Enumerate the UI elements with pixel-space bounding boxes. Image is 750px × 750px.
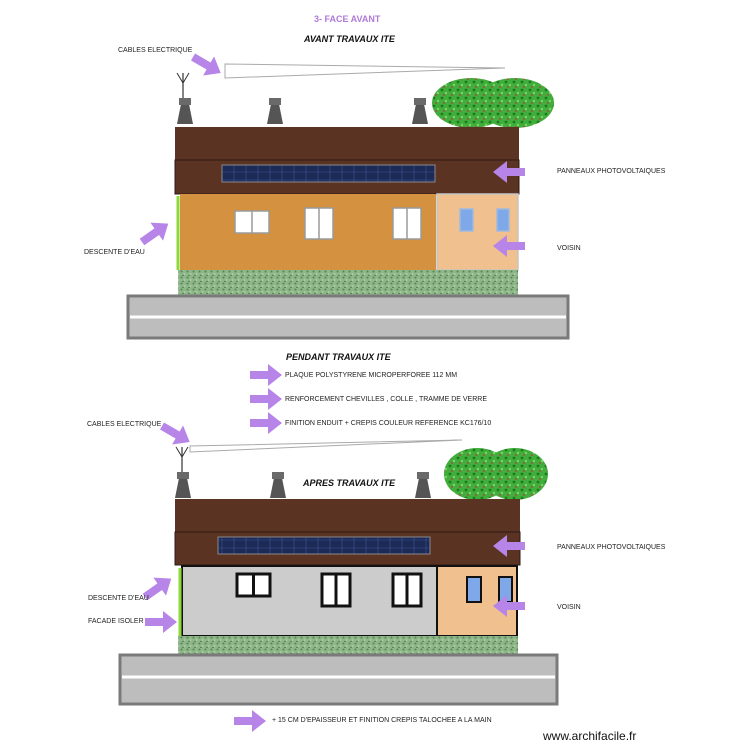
label-thickness-note: + 15 CM D'EPAISSEUR ET FINITION CREPIS T… (272, 717, 492, 724)
purple-arrow-icon (493, 595, 525, 617)
road (118, 653, 559, 706)
section-title-after: APRES TRAVAUX ITE (303, 478, 396, 488)
chimney-cap (179, 98, 191, 105)
chimney-icon (177, 104, 193, 124)
purple-arrow-icon (234, 710, 266, 732)
label-renfort: RENFORCEMENT CHEVILLES , COLLE , TRAMME … (285, 396, 488, 403)
chimney-icon (175, 478, 191, 498)
facade-neighbour (436, 193, 519, 271)
label-insulated-facade: FACADE ISOLER (88, 618, 144, 625)
label-neighbour-bottom: VOISIN (557, 604, 581, 611)
antenna-arm (182, 72, 190, 84)
window-glass (459, 208, 474, 232)
chimney-cap (417, 472, 429, 479)
section-title-during: PENDANT TRAVAUX ITE (286, 352, 391, 362)
label-panels-top: PANNEAUX PHOTOVOLTAIQUES (557, 168, 666, 175)
section-title-before: AVANT TRAVAUX ITE (304, 34, 395, 44)
purple-arrow-icon (145, 611, 177, 633)
window-glass (496, 208, 510, 232)
antenna-arm (176, 72, 184, 84)
chimney-cap (414, 98, 426, 105)
electric-cable (224, 63, 506, 79)
purple-arrow-icon (142, 577, 172, 601)
purple-arrow-icon (250, 364, 282, 386)
roof-edge (175, 127, 519, 160)
purple-arrow-icon (250, 412, 282, 434)
footer-watermark: www.archifacile.fr (543, 729, 637, 743)
label-cables-top: CABLES ELECTRIQUE (118, 47, 193, 54)
label-finition: FINITION ENDUIT + CREPIS COULEUR REFEREN… (285, 420, 492, 427)
purple-arrow-icon (493, 535, 525, 557)
electric-cable (189, 439, 463, 453)
purple-arrow-icon (191, 53, 221, 76)
purple-arrow-icon (493, 161, 525, 183)
antenna-arm (181, 446, 189, 458)
chimney-icon (267, 104, 283, 124)
lawn (178, 636, 518, 654)
label-downpipe-top: DESCENTE D'EAU (84, 249, 145, 256)
chimney-cap (177, 472, 189, 479)
lawn (178, 270, 518, 296)
window-glass (466, 576, 482, 603)
chimney-icon (270, 478, 286, 498)
tree-icon (481, 448, 548, 500)
chimney-cap (272, 472, 284, 479)
label-panels-bottom: PANNEAUX PHOTOVOLTAIQUES (557, 544, 666, 551)
purple-arrow-icon (160, 422, 190, 445)
antenna-arm (175, 446, 183, 458)
purple-arrow-icon (250, 388, 282, 410)
label-plaque: PLAQUE POLYSTYRENE MICROPERFOREE 112 MM (285, 372, 458, 379)
tree-icon (475, 78, 554, 128)
label-downpipe-bottom: DESCENTE D'EAU (88, 595, 149, 602)
chimney-icon (415, 478, 431, 498)
label-cables-bottom: CABLES ELECTRIQUE (87, 421, 162, 428)
photovoltaic-panel-icon (217, 536, 431, 555)
label-neighbour-top: VOISIN (557, 245, 581, 252)
roof-edge (175, 499, 520, 532)
chimney-icon (412, 104, 428, 124)
purple-arrow-icon (493, 235, 525, 257)
purple-arrow-icon (139, 222, 169, 246)
page-title: 3- FACE AVANT (314, 14, 381, 24)
chimney-cap (269, 98, 281, 105)
photovoltaic-panel-icon (221, 164, 436, 183)
